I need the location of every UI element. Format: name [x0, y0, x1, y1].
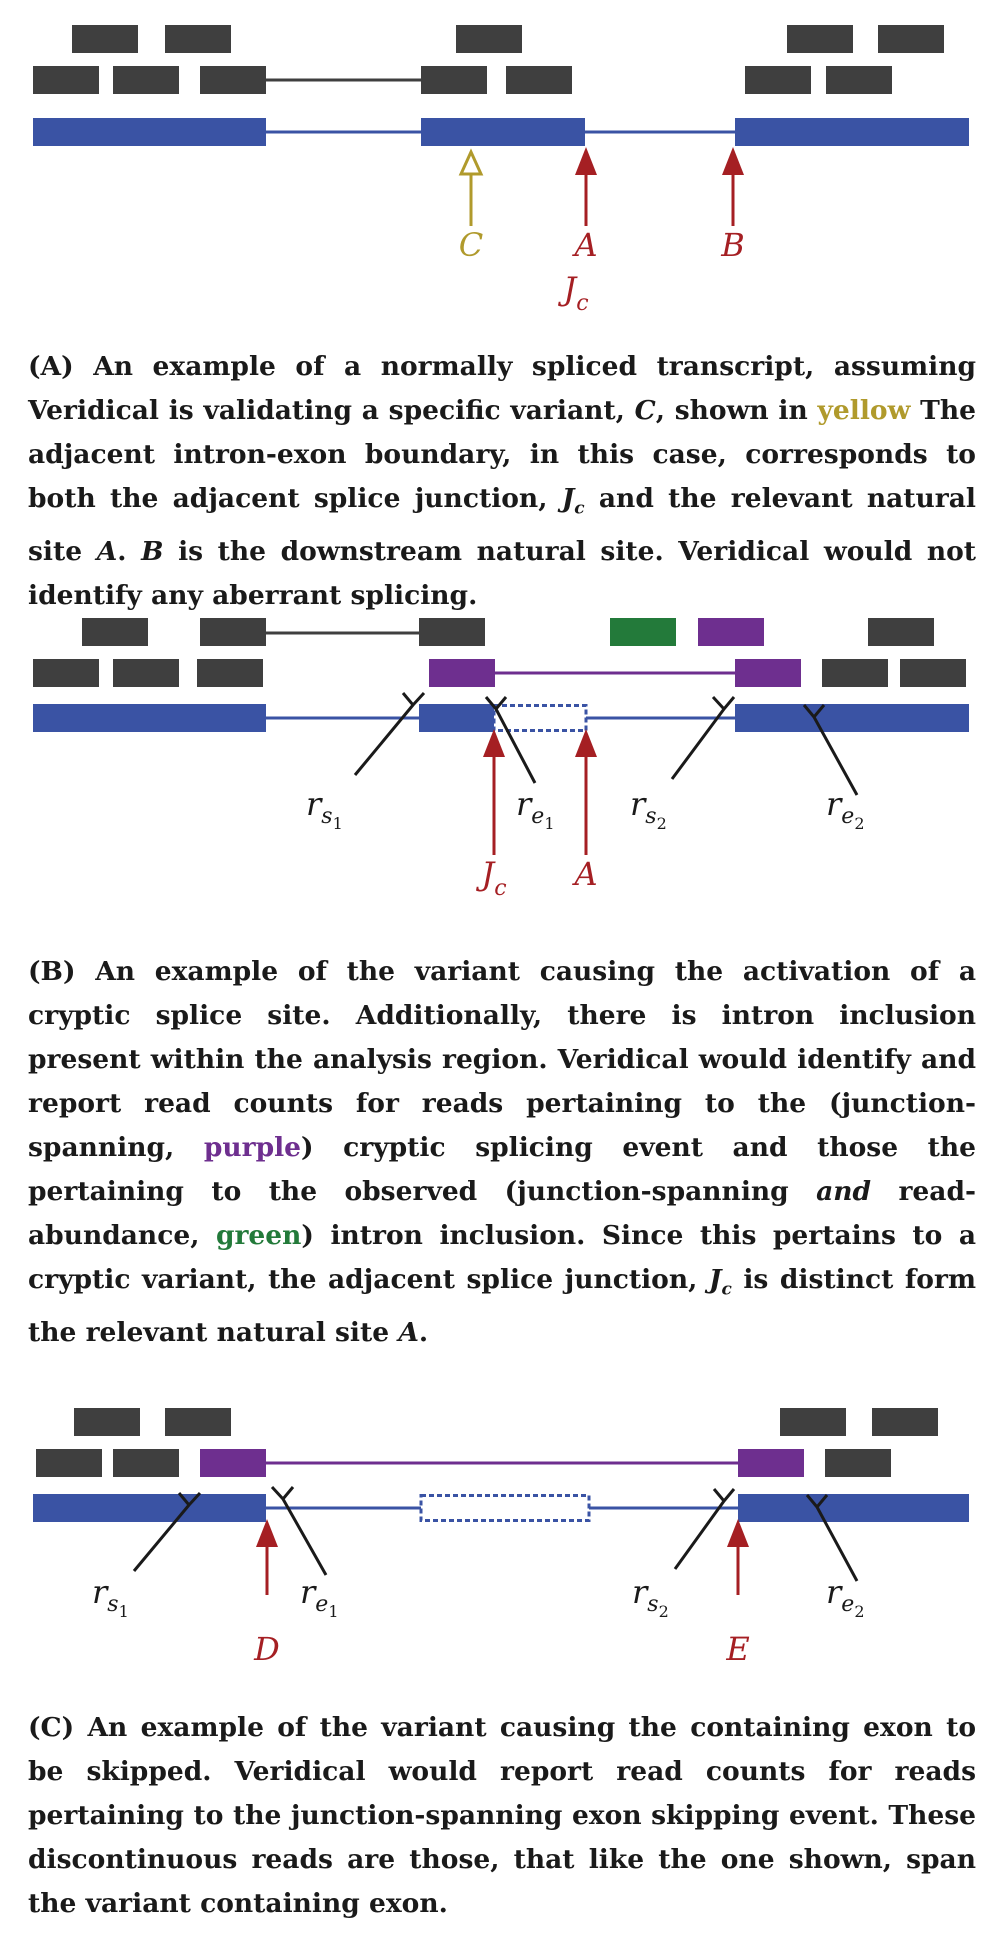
read-block [419, 618, 485, 646]
read-block [113, 66, 179, 94]
exon-3 [735, 118, 969, 146]
read-block [826, 66, 892, 94]
re1-marker [270, 1485, 328, 1576]
re2-marker [802, 704, 859, 796]
rs1-marker [132, 1491, 202, 1572]
cryptic-read-block [735, 659, 801, 687]
read-block [872, 1408, 938, 1436]
read-block [33, 659, 99, 687]
read-block [868, 618, 934, 646]
exon-1 [33, 704, 266, 732]
caption-a-tag: A [40, 351, 62, 382]
site-e-arrowhead [727, 1519, 749, 1547]
read-block [165, 25, 231, 53]
cryptic-read-block [698, 618, 764, 646]
skipping-read-block [200, 1449, 266, 1477]
label-jc: Jc [475, 855, 506, 901]
exon-2-excluded [492, 704, 588, 732]
read-block [74, 1408, 140, 1436]
label-e: E [725, 1630, 749, 1668]
read-block [36, 1449, 102, 1477]
jc-arrowhead [483, 729, 505, 757]
read-block [200, 66, 266, 94]
label-jc-base: J [557, 270, 578, 308]
read-block [421, 66, 487, 94]
label-re2: re2 [826, 1573, 865, 1621]
read-block [200, 618, 266, 646]
label-c: C [459, 226, 483, 264]
panel-b-diagram: rs1 re1 rs2 re2 Jc A [33, 618, 969, 901]
read-block [82, 618, 148, 646]
site-a-arrowhead [575, 147, 597, 175]
label-jc: Jc [557, 270, 588, 316]
read-block [878, 25, 944, 53]
site-a-arrowhead [575, 729, 597, 757]
variant-c-arrowhead [458, 148, 484, 176]
read-block [506, 66, 572, 94]
exon-2-used [419, 704, 494, 732]
exon-1 [33, 1494, 266, 1522]
caption-c: (C) An example of the variant causing th… [28, 1712, 976, 1919]
label-d: D [253, 1630, 280, 1668]
exon-3 [735, 704, 969, 732]
intron-inclusion-read [610, 618, 676, 646]
label-re2: re2 [826, 785, 865, 833]
label-re1: re1 [300, 1573, 339, 1621]
label-rs1: rs1 [92, 1573, 129, 1621]
read-block [456, 25, 522, 53]
read-block [900, 659, 966, 687]
read-block [745, 66, 811, 94]
label-rs1: rs1 [306, 785, 343, 833]
label-re1: re1 [516, 785, 555, 833]
caption-b: (B) An example of the variant causing th… [28, 956, 977, 1349]
site-d-arrowhead [256, 1519, 278, 1547]
caption-b-tag: B [40, 956, 63, 987]
skipped-exon [419, 1494, 591, 1522]
rs1-marker [353, 691, 426, 776]
exon-1 [33, 118, 266, 146]
exon-3 [738, 1494, 969, 1522]
cryptic-read-block [429, 659, 495, 687]
label-a: A [571, 226, 597, 264]
panel-c-diagram: rs1 re1 rs2 re2 D E [33, 1408, 969, 1668]
re2-marker [805, 1494, 859, 1582]
caption-a: (A) An example of a normally spliced tra… [28, 351, 976, 612]
read-block [825, 1449, 891, 1477]
exon-2 [421, 118, 585, 146]
label-rs2: rs2 [630, 785, 667, 833]
read-block [197, 659, 263, 687]
read-block [113, 1449, 179, 1477]
read-block [33, 66, 99, 94]
read-block [72, 25, 138, 53]
caption-b-green-word: green [215, 1220, 302, 1251]
label-rs2: rs2 [632, 1573, 669, 1621]
label-jc-sub: c [576, 291, 588, 316]
re1-marker [484, 696, 537, 784]
panel-a-diagram: C A B Jc [33, 25, 969, 316]
caption-b-purple-word: purple [203, 1132, 302, 1163]
label-a: A [571, 855, 597, 893]
caption-c-tag: C [40, 1712, 62, 1743]
read-block [165, 1408, 231, 1436]
read-block [787, 25, 853, 53]
read-block [113, 659, 179, 687]
read-block [822, 659, 888, 687]
label-b-text: B [720, 226, 745, 264]
rs2-marker [670, 695, 736, 780]
rs2-marker [673, 1488, 736, 1570]
caption-a-yellow-word: yellow [817, 395, 911, 426]
site-b-arrowhead [722, 147, 744, 175]
skipping-read-block [738, 1449, 804, 1477]
read-block [780, 1408, 846, 1436]
